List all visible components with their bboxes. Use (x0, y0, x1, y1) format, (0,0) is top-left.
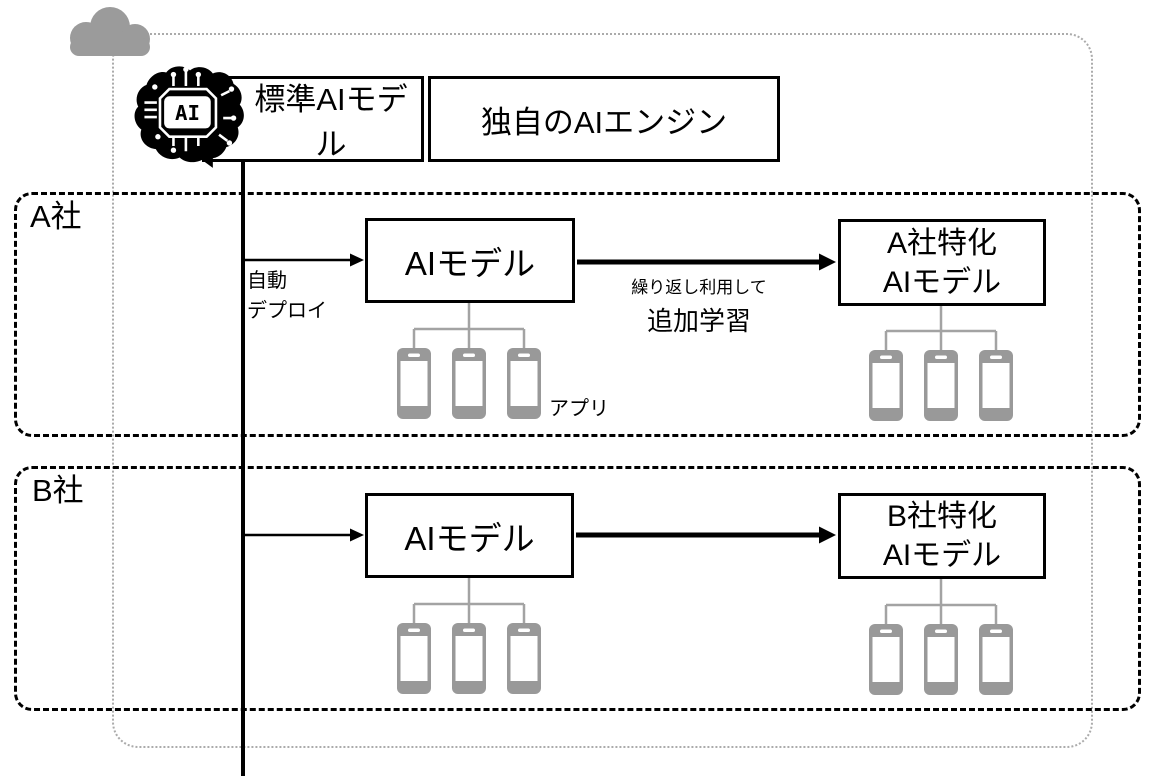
company-a-ai-model-box: AIモデル (365, 218, 575, 303)
company-b-specialized-line1: B社特化 (886, 500, 997, 533)
company-b-label: B社 (32, 473, 84, 508)
cloud-platform-boundary (112, 33, 1093, 748)
company-b-section (14, 466, 1141, 711)
proprietary-ai-engine-box: 独自のAIエンジン (428, 76, 780, 162)
company-a-specialized-line2: AIモデル (882, 265, 1002, 299)
auto-deploy-line1: 自動 (247, 270, 287, 292)
company-b-specialized-line2: AIモデル (882, 539, 1002, 572)
app-note: アプリ (549, 398, 609, 420)
proprietary-ai-engine-label: 独自のAIエンジン (480, 104, 728, 140)
company-b-ai-model-box: AIモデル (365, 493, 574, 578)
company-b-ai-model-label: AIモデル (404, 519, 535, 557)
additional-learning-line1: 繰り返し利用して (631, 278, 767, 297)
auto-deploy-note: 自動 デプロイ (247, 266, 327, 326)
company-a-section (14, 192, 1141, 437)
additional-learning-note: 繰り返し利用して 追加学習 (577, 273, 821, 338)
company-a-specialized-line1: A社特化 (886, 226, 997, 260)
standard-ai-model-label: 標準AIモデル (254, 82, 408, 162)
auto-deploy-line2: デプロイ (247, 300, 327, 322)
company-a-label: A社 (30, 199, 82, 234)
cloud-icon (70, 7, 150, 56)
ai-icon-text: AI (175, 101, 200, 125)
ai-brain-icon: AI (134, 66, 244, 168)
company-a-ai-model-label: AIモデル (404, 244, 536, 282)
additional-learning-line2: 追加学習 (646, 306, 751, 336)
company-b-specialized-model-box: B社特化 AIモデル (838, 493, 1046, 579)
company-a-specialized-model-box: A社特化 AIモデル (838, 219, 1046, 306)
